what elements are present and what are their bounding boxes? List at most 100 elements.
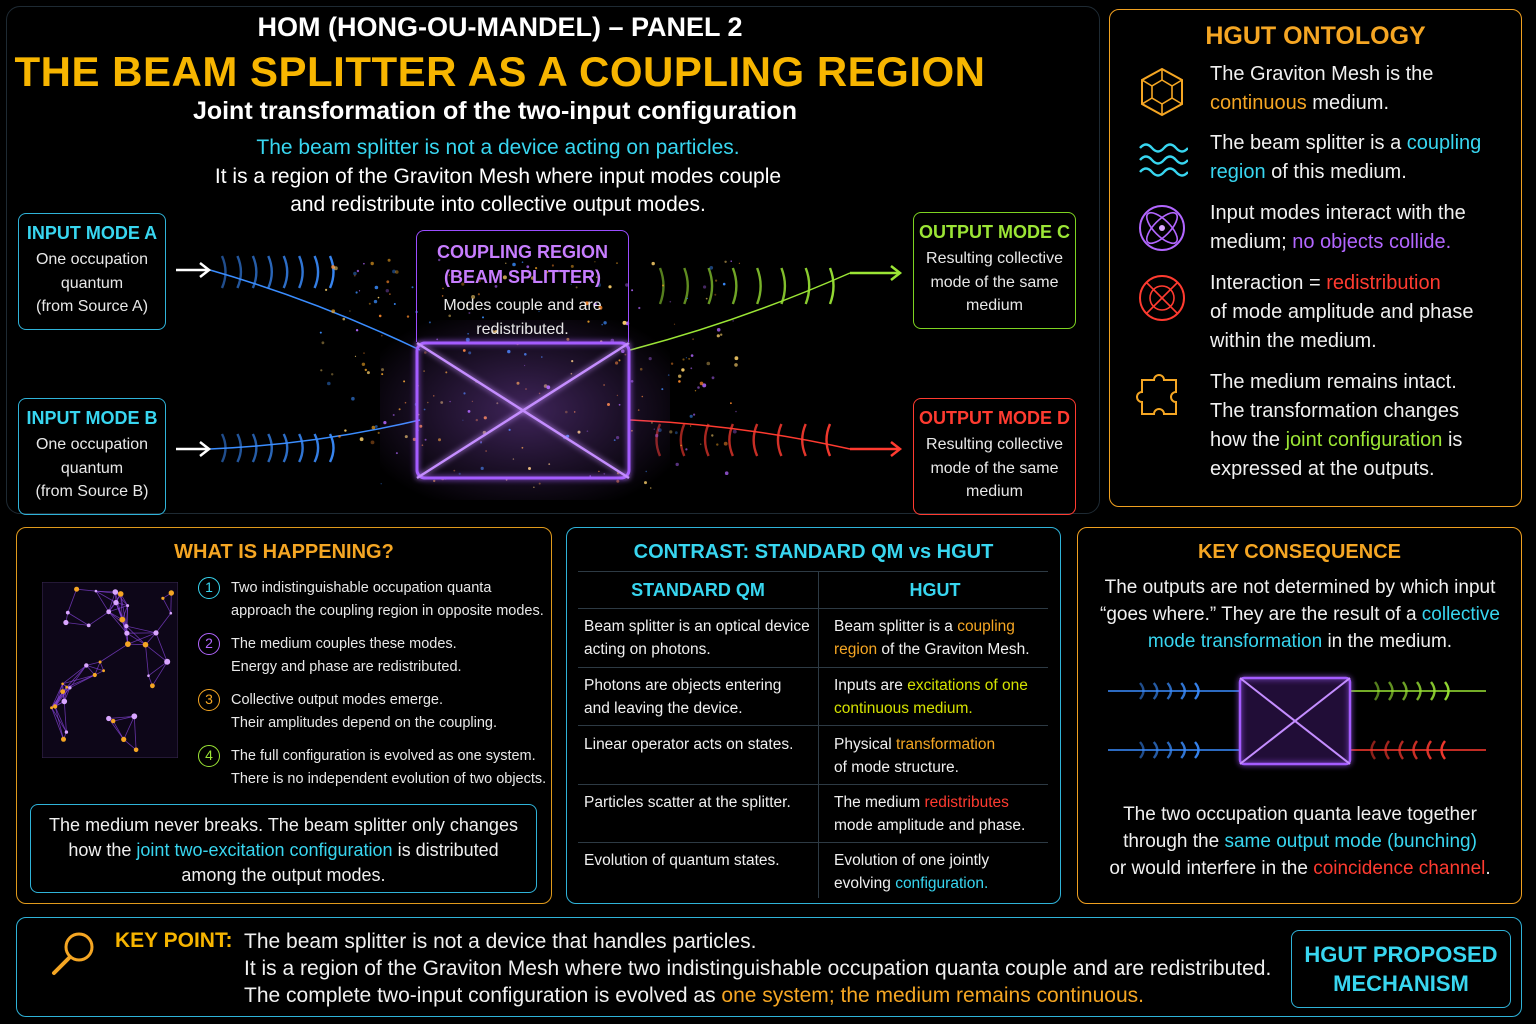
mesh-link xyxy=(148,661,168,677)
wave-arc xyxy=(1398,740,1404,760)
mesh-node xyxy=(168,590,174,596)
mesh-node xyxy=(126,604,130,608)
wave-arc xyxy=(1426,740,1432,760)
row-4-hgut: The medium redistributes mode amplitude … xyxy=(834,794,1026,834)
mesh-link xyxy=(127,632,157,645)
mesh-dot xyxy=(466,304,469,307)
mesh-dot xyxy=(325,288,328,291)
arrow-out-c-head xyxy=(890,265,903,281)
mesh-node xyxy=(124,630,130,636)
mesh-dot xyxy=(406,315,410,318)
mesh-dot xyxy=(608,285,612,289)
mesh-link xyxy=(155,612,172,634)
mesh-node xyxy=(124,624,129,629)
mesh-dot xyxy=(706,361,711,366)
mesh-dot xyxy=(716,334,720,338)
mesh-dot xyxy=(395,270,399,274)
mesh-link xyxy=(66,665,87,688)
mesh-dot xyxy=(448,274,451,276)
mesh-node xyxy=(98,660,102,664)
mesh-link xyxy=(115,602,127,627)
mesh-link xyxy=(126,625,157,634)
mesh-dot xyxy=(680,444,682,447)
mesh-dot xyxy=(392,269,396,274)
mesh-dot xyxy=(355,291,358,294)
wave-arc xyxy=(313,255,320,289)
wave-arc xyxy=(1412,740,1418,760)
mesh-dot xyxy=(363,262,365,265)
wave-arc xyxy=(298,433,304,463)
top-frame xyxy=(6,6,1100,514)
mesh-thumbnail xyxy=(42,582,178,758)
key-point-line-1: The beam splitter is not a device that h… xyxy=(244,930,757,953)
mesh-dot xyxy=(370,440,375,445)
wave-arc xyxy=(1430,681,1436,701)
mesh-node xyxy=(106,609,112,615)
mesh-dot xyxy=(351,396,355,401)
mesh-dot xyxy=(730,260,732,262)
mesh-dot xyxy=(389,293,391,295)
mesh-node xyxy=(68,686,72,690)
mesh-node xyxy=(60,689,66,694)
wave-arc xyxy=(1384,740,1390,760)
step-3: Collective output modes emerge. Their am… xyxy=(231,692,498,731)
mesh-link xyxy=(54,706,64,740)
mesh-dot xyxy=(678,374,682,378)
mesh-dot xyxy=(724,471,729,476)
mesh-node xyxy=(65,685,69,689)
mesh-link xyxy=(145,644,149,676)
col-standard-qm: STANDARD QM xyxy=(631,580,765,600)
mesh-link xyxy=(127,643,146,646)
wave-arc xyxy=(1152,682,1159,700)
mesh-dot xyxy=(377,296,380,299)
wave-arc xyxy=(728,423,734,457)
mesh-icon xyxy=(1141,67,1183,117)
wave-arc xyxy=(1194,741,1200,759)
mesh-node xyxy=(74,586,80,592)
wave-arc xyxy=(804,267,811,305)
mesh-link xyxy=(108,591,116,612)
mesh-dot xyxy=(575,286,578,289)
mesh-dot xyxy=(694,390,697,392)
mesh-dot xyxy=(594,261,596,263)
mesh-link xyxy=(51,683,63,708)
wave-arc xyxy=(220,255,227,289)
mesh-dot xyxy=(353,271,357,276)
row-3-hgut: Physical transformation of mode structur… xyxy=(834,736,996,776)
wave-arc xyxy=(731,267,738,305)
mesh-node xyxy=(121,736,127,742)
contrast-title: CONTRAST: STANDARD QM vs HGUT xyxy=(633,541,994,563)
output-mode-c-title: OUTPUT MODE C xyxy=(919,222,1070,242)
wave-arc xyxy=(1370,740,1376,760)
step-4: The full configuration is evolved as one… xyxy=(231,748,547,787)
mesh-node xyxy=(150,683,155,689)
mesh-link xyxy=(86,661,101,666)
mesh-dot xyxy=(331,373,334,376)
mesh-dot xyxy=(662,284,664,287)
mesh-dot xyxy=(551,264,555,267)
mesh-dot xyxy=(338,435,341,438)
mesh-node xyxy=(61,736,66,742)
mesh-dot xyxy=(494,285,498,288)
wave-arc xyxy=(1388,681,1394,701)
mesh-dot xyxy=(385,289,389,293)
orbit-icon xyxy=(1139,205,1185,251)
mesh-link xyxy=(108,605,128,613)
mesh-dot xyxy=(319,331,322,334)
column-divider xyxy=(818,572,819,898)
mesh-node xyxy=(102,669,105,673)
ontology-item-2: The beam splitter is a coupling region o… xyxy=(1210,132,1482,183)
page-subtitle: Joint transformation of the two-input co… xyxy=(192,97,798,125)
mesh-dot xyxy=(669,300,672,303)
mesh-dot xyxy=(593,302,597,307)
what-is-happening-panel: WHAT IS HAPPENING? xyxy=(16,527,552,904)
step-3-badge: 3 xyxy=(198,689,220,711)
mesh-dot xyxy=(344,429,347,432)
wave-arc xyxy=(220,433,227,463)
key-point-panel xyxy=(16,917,1522,1017)
wave-arc xyxy=(1166,741,1173,759)
wave-arc xyxy=(1440,740,1446,760)
mesh-node xyxy=(84,663,89,668)
mesh-dot xyxy=(482,316,484,319)
wave-arc xyxy=(1166,682,1173,700)
